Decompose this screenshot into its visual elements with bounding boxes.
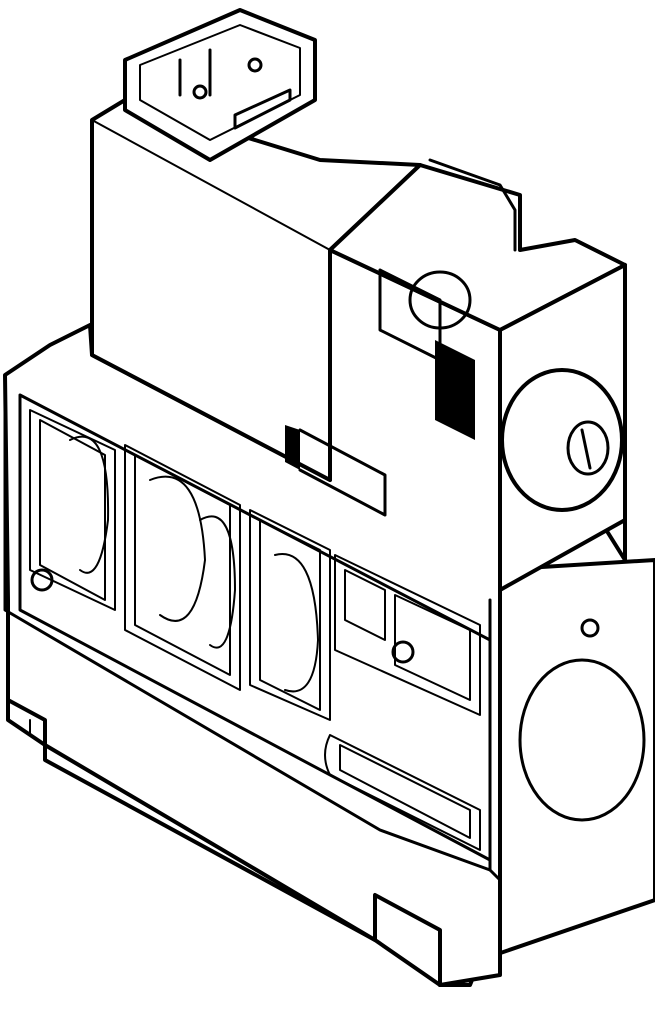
port-face bbox=[18, 393, 492, 862]
electrical-connector bbox=[123, 8, 317, 162]
manual-override-knob bbox=[500, 368, 624, 512]
side-port bbox=[518, 618, 646, 822]
